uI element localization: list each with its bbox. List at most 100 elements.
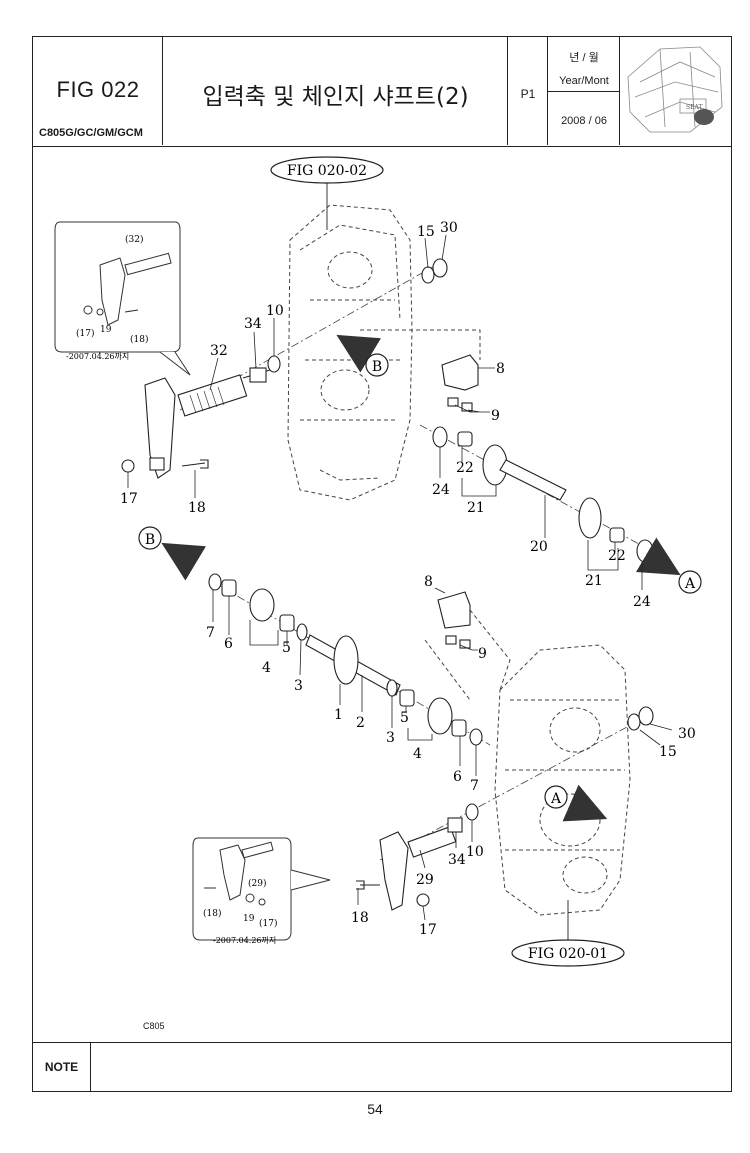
inset-top — [54, 221, 191, 376]
bearing-6 — [221, 579, 237, 597]
shift-lever-shaft-29 — [356, 803, 479, 911]
part-label: 10 — [266, 303, 284, 319]
date-label-ko: 년 / 월 — [569, 52, 599, 64]
part-label: 32 — [210, 343, 228, 359]
nut-17 — [121, 459, 135, 473]
part-label: 5 — [400, 710, 409, 726]
bearing-24 — [432, 426, 448, 448]
part-label: 5 — [282, 640, 291, 656]
date-label-en: Year/Mont — [559, 75, 609, 87]
washer-7b — [469, 728, 483, 746]
part-label: 30 — [678, 726, 696, 742]
part-label: 7 — [206, 625, 215, 641]
seal-30 — [432, 258, 448, 278]
seal-30b — [638, 706, 654, 726]
part-label: 34 — [448, 852, 466, 868]
o-ring-10b — [465, 803, 479, 821]
marker-a-housing — [544, 785, 568, 809]
part-label: 18 — [351, 910, 369, 926]
inset-bottom-labels: (29) (18) 19 (17) -2007.04.26까지 — [203, 878, 277, 945]
inset-top-labels: (32) (17) 19 (18) -2007.04.26까지 — [66, 234, 148, 361]
collar-5b — [399, 689, 415, 707]
fig-code: FIG 022 — [56, 77, 140, 102]
part-label: 22 — [456, 460, 474, 476]
part-numbers-middle: 8 9 7 6 5 4 3 1 2 3 5 4 6 7 30 15 — [206, 574, 696, 794]
date-cell: 년 / 월 Year/Mont 2008 / 06 — [548, 37, 620, 145]
part-label: 22 — [608, 548, 626, 564]
note-label: NOTE — [33, 1043, 91, 1091]
date-value: 2008 / 06 — [561, 115, 607, 127]
part-label: 7 — [470, 778, 479, 794]
bearing-24b — [636, 539, 654, 563]
gear-21b — [578, 497, 602, 539]
fig-020-02-label: FIG 020-02 — [287, 163, 367, 179]
part-numbers-lower: 34 10 29 18 17 — [351, 844, 484, 938]
part-label: 30 — [440, 220, 458, 236]
inset-bottom-date: -2007.04.26까지 — [213, 936, 276, 945]
marker-b-lower-label: B — [145, 532, 155, 548]
footer-model-code: C805 — [143, 1021, 165, 1031]
inset-top-date: -2007.04.26까지 — [66, 352, 129, 361]
ring-3 — [296, 623, 308, 641]
svg-text:SEAT: SEAT — [686, 104, 703, 111]
marker-b-upper-label: B — [372, 359, 382, 375]
page-title: 입력축 및 체인지 샤프트(2) — [202, 84, 469, 110]
inset-bottom-label-18: (18) — [203, 908, 221, 919]
part-label: 21 — [585, 573, 603, 589]
snap-ring-15 — [421, 266, 435, 284]
header: FIG 022 C805G/GC/GM/GCM 입력축 및 체인지 샤프트(2)… — [33, 37, 731, 147]
bushing-34b — [447, 817, 463, 833]
part-label: 34 — [244, 316, 262, 332]
part-label: 18 — [188, 500, 206, 516]
part-numbers-upper: 15 30 10 34 32 8 9 22 24 21 20 22 21 24 … — [120, 220, 651, 610]
thumbnail-cell: SEAT — [620, 37, 730, 145]
part-label: 8 — [424, 574, 433, 590]
page-code: P1 — [520, 87, 536, 101]
collar-22b — [609, 527, 625, 543]
part-label: 8 — [496, 361, 505, 377]
marker-a-housing-label: A — [550, 791, 562, 807]
washer-7 — [208, 573, 222, 591]
page-frame: FIG 022 C805G/GC/GM/GCM 입력축 및 체인지 샤프트(2)… — [32, 36, 732, 1092]
inset-top-label-17: (17) — [76, 328, 94, 339]
part-label: 4 — [262, 660, 271, 676]
nut-17b — [416, 893, 430, 907]
marker-a-right-label: A — [684, 576, 696, 592]
inset-top-label-18: (18) — [130, 334, 148, 345]
marker-a-right — [678, 570, 702, 594]
collar-22 — [457, 431, 473, 447]
bushing-34 — [249, 367, 267, 383]
inset-top-label-19: 19 — [100, 325, 112, 335]
o-ring-10 — [267, 355, 281, 373]
part-label: 3 — [386, 730, 395, 746]
part-label: 2 — [356, 715, 365, 731]
part-label: 15 — [659, 744, 677, 760]
inset-bottom — [192, 837, 331, 941]
fork-8b — [437, 591, 471, 629]
marker-b-lower — [138, 526, 162, 550]
part-label: 21 — [467, 500, 485, 516]
gear-4 — [249, 588, 275, 622]
part-label: 15 — [417, 224, 435, 240]
page-number: 54 — [367, 1101, 383, 1117]
part-label: 3 — [294, 678, 303, 694]
part-label: 17 — [120, 491, 138, 507]
part-label: 6 — [453, 769, 462, 785]
part-label: 17 — [419, 922, 437, 938]
model-code: C805G/GC/GM/GCM — [39, 127, 143, 139]
part-label: 20 — [530, 539, 548, 555]
part-label: 1 — [334, 707, 343, 723]
inset-bottom-label-17: (17) — [259, 918, 277, 929]
lower-housing — [424, 609, 631, 916]
note-row: NOTE — [33, 1042, 731, 1091]
inset-bottom-label-29: (29) — [248, 878, 266, 889]
shift-lever-shaft-32 — [121, 355, 281, 479]
part-label: 24 — [633, 594, 651, 610]
bearing-6b — [451, 719, 467, 737]
snap-ring-15b — [627, 713, 641, 731]
part-label: 10 — [466, 844, 484, 860]
fork-8 — [441, 354, 479, 391]
part-label: 6 — [224, 636, 233, 652]
part-label: 4 — [413, 746, 422, 762]
part-label: 9 — [478, 646, 487, 662]
